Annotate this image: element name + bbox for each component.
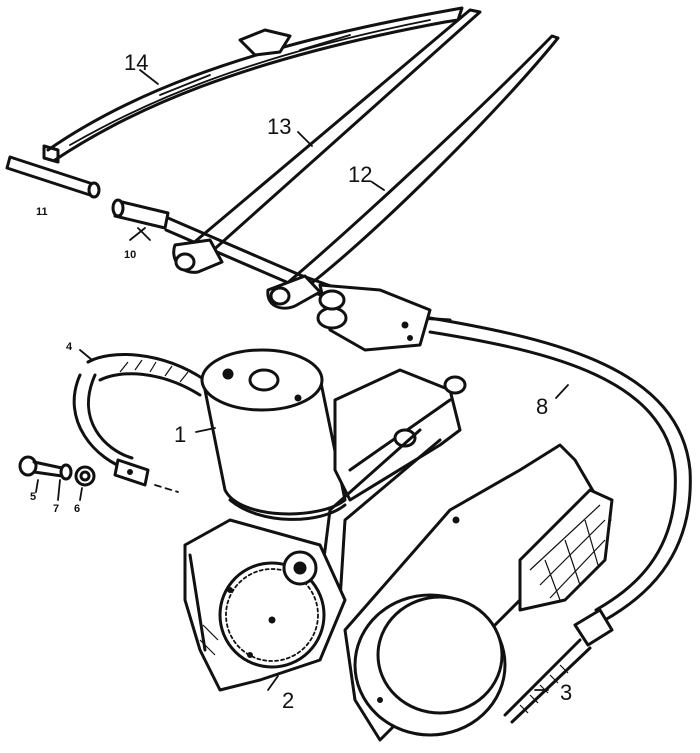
drive-cable xyxy=(428,316,692,622)
bolt-5 xyxy=(18,455,64,478)
gearbox-housing xyxy=(183,518,347,692)
leader-lines xyxy=(35,69,569,691)
label-6: 6 xyxy=(74,503,80,515)
wheel-box xyxy=(316,283,432,352)
mounting-strap xyxy=(72,353,207,493)
label-14: 14 xyxy=(124,50,148,75)
label-7: 7 xyxy=(53,503,59,515)
label-5: 5 xyxy=(30,491,36,503)
cable-ferrule xyxy=(503,608,614,724)
label-13: 13 xyxy=(267,114,291,139)
wiper-arm-12 xyxy=(266,34,560,310)
label-2: 2 xyxy=(282,688,294,713)
wiper-blade xyxy=(42,6,464,164)
washer-6 xyxy=(74,465,96,487)
spindle-pin xyxy=(5,155,101,199)
label-1: 1 xyxy=(174,422,186,447)
label-8: 8 xyxy=(536,394,548,419)
label-11: 11 xyxy=(36,206,48,218)
label-4: 4 xyxy=(66,341,73,353)
gearbox-arm xyxy=(318,368,467,602)
wiper-motor xyxy=(200,348,347,521)
wiper-arm-13 xyxy=(172,8,482,274)
label-3: 3 xyxy=(560,680,572,705)
washer-7 xyxy=(59,463,73,481)
label-12: 12 xyxy=(348,162,372,187)
sleeve-tube xyxy=(111,198,170,230)
gearbox-cover xyxy=(343,443,614,742)
label-10: 10 xyxy=(124,249,136,261)
